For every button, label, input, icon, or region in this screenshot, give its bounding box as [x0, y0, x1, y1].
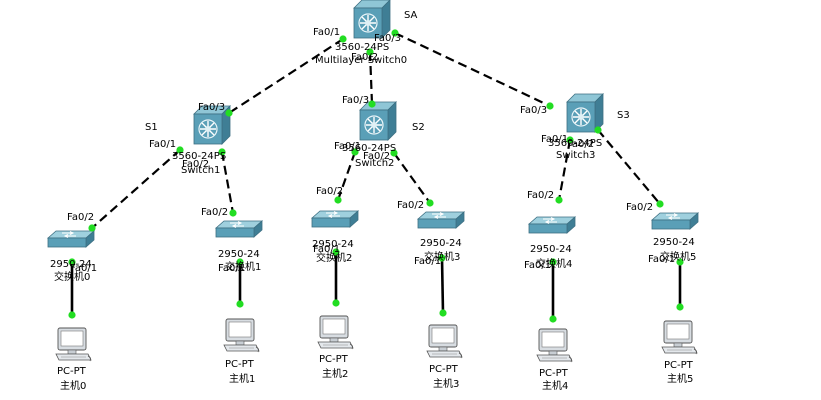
link-sa-s2[interactable] [368, 51, 374, 105]
device-model-label: 2950-24 [653, 237, 695, 248]
trunk-links [91, 32, 661, 229]
port-label: Fa0/2 [397, 200, 424, 211]
device-name-label: 主机0 [60, 379, 86, 392]
device-name-label: 主机2 [322, 367, 348, 380]
device-model-label: 2950-24 [420, 238, 462, 249]
link-sa-s3[interactable] [394, 32, 551, 107]
link-s1-sw0[interactable] [91, 149, 181, 229]
pc-icon[interactable] [661, 320, 698, 355]
device-name-label: 交换机4 [536, 257, 572, 270]
link-s1-sw1[interactable] [220, 151, 235, 214]
link-sa-s1[interactable] [228, 38, 344, 114]
port-label: Fa0/1 [149, 139, 176, 150]
port-label: Fa0/1 [541, 134, 568, 145]
link-s2-sw3[interactable] [393, 152, 431, 204]
pc-icon[interactable] [55, 327, 92, 362]
device-name-label: 交换机2 [316, 251, 352, 264]
port-label: Fa0/1 [313, 244, 340, 255]
port-label: Fa0/2 [201, 207, 228, 218]
port-label: Fa0/2 [527, 190, 554, 201]
device-model-label: PC-PT [429, 364, 459, 375]
pc-icon[interactable] [426, 324, 463, 359]
switch-icon[interactable] [311, 210, 359, 228]
switch-icon[interactable] [417, 211, 465, 229]
device-name-label: 主机3 [433, 377, 459, 390]
port-label: Fa0/1 [218, 263, 245, 274]
switch-icon[interactable] [528, 216, 576, 234]
device-model-label: 2950-24 [530, 244, 572, 255]
device-model-label: PC-PT [225, 359, 255, 370]
pc-icon[interactable] [317, 315, 354, 350]
device-name-label: Switch1 [181, 165, 220, 176]
device-name-label: 交换机0 [54, 270, 90, 283]
port-label: Fa0/3 [342, 95, 369, 106]
device-name-label: Multilayer Switch0 [315, 55, 407, 66]
device-model-label: 2950-24 [218, 249, 260, 260]
device-name-label: 主机4 [542, 379, 568, 392]
port-label: Fa0/3 [520, 105, 547, 116]
port-label: Fa0/1 [648, 254, 675, 265]
port-label: Fa0/2 [626, 202, 653, 213]
device-model-label: 2950-24 [312, 239, 354, 250]
device-model-label: PC-PT [664, 360, 694, 371]
multilayer-switch-icon[interactable] [566, 93, 604, 133]
port-label: Fa0/2 [316, 186, 343, 197]
port-label: Fa0/1 [334, 141, 361, 152]
port-status-dots [68, 29, 684, 323]
port-label: Fa0/3 [198, 102, 225, 113]
device-tag: S2 [412, 122, 425, 133]
link-s2-sw2[interactable] [336, 151, 357, 201]
port-label: Fa0/2 [182, 159, 209, 170]
device-model-label: 2950-24 [50, 259, 92, 270]
port-label: Fa0/2 [351, 52, 378, 63]
link-s3-sw5[interactable] [597, 129, 661, 205]
device-name-label: Switch3 [556, 150, 595, 161]
device-tag: SA [404, 10, 418, 21]
switch-icon[interactable] [215, 220, 263, 238]
access-links [70, 252, 682, 319]
port-label: Fa0/1 [70, 263, 97, 274]
device-name-label: 交换机5 [660, 250, 696, 263]
device-tag: S1 [145, 122, 158, 133]
device-model-label: 3560-24PS [548, 138, 602, 149]
device-model-label: 3560-24PS [335, 42, 389, 53]
port-label: Fa0/3 [374, 33, 401, 44]
pc-icon[interactable] [536, 328, 573, 363]
switch-icon[interactable] [47, 230, 95, 248]
device-model-label: 3560-24PS [172, 151, 226, 162]
link-sw3-pc3[interactable] [440, 257, 445, 314]
device-name-label: Switch2 [355, 158, 394, 169]
port-label: Fa0/2 [567, 139, 594, 150]
device-name-label: 主机5 [667, 372, 693, 385]
device-model-label: PC-PT [57, 366, 87, 377]
device-name-label: 交换机3 [424, 250, 460, 263]
switch-icon[interactable] [651, 212, 699, 230]
device-model-label: PC-PT [539, 368, 569, 379]
port-label: Fa0/2 [363, 151, 390, 162]
port-label: Fa0/1 [414, 256, 441, 267]
port-label: Fa0/1 [524, 260, 551, 271]
port-label: Fa0/1 [313, 27, 340, 38]
link-s3-sw4[interactable] [557, 139, 572, 201]
port-label: Fa0/2 [67, 212, 94, 223]
device-model-label: 3560-24PS [342, 143, 396, 154]
device-model-label: PC-PT [319, 354, 349, 365]
device-tag: S3 [617, 110, 630, 121]
pc-icon[interactable] [223, 318, 260, 353]
device-name-label: 交换机1 [225, 260, 261, 273]
device-name-label: 主机1 [229, 372, 255, 385]
multilayer-switch-icon[interactable] [359, 101, 397, 141]
